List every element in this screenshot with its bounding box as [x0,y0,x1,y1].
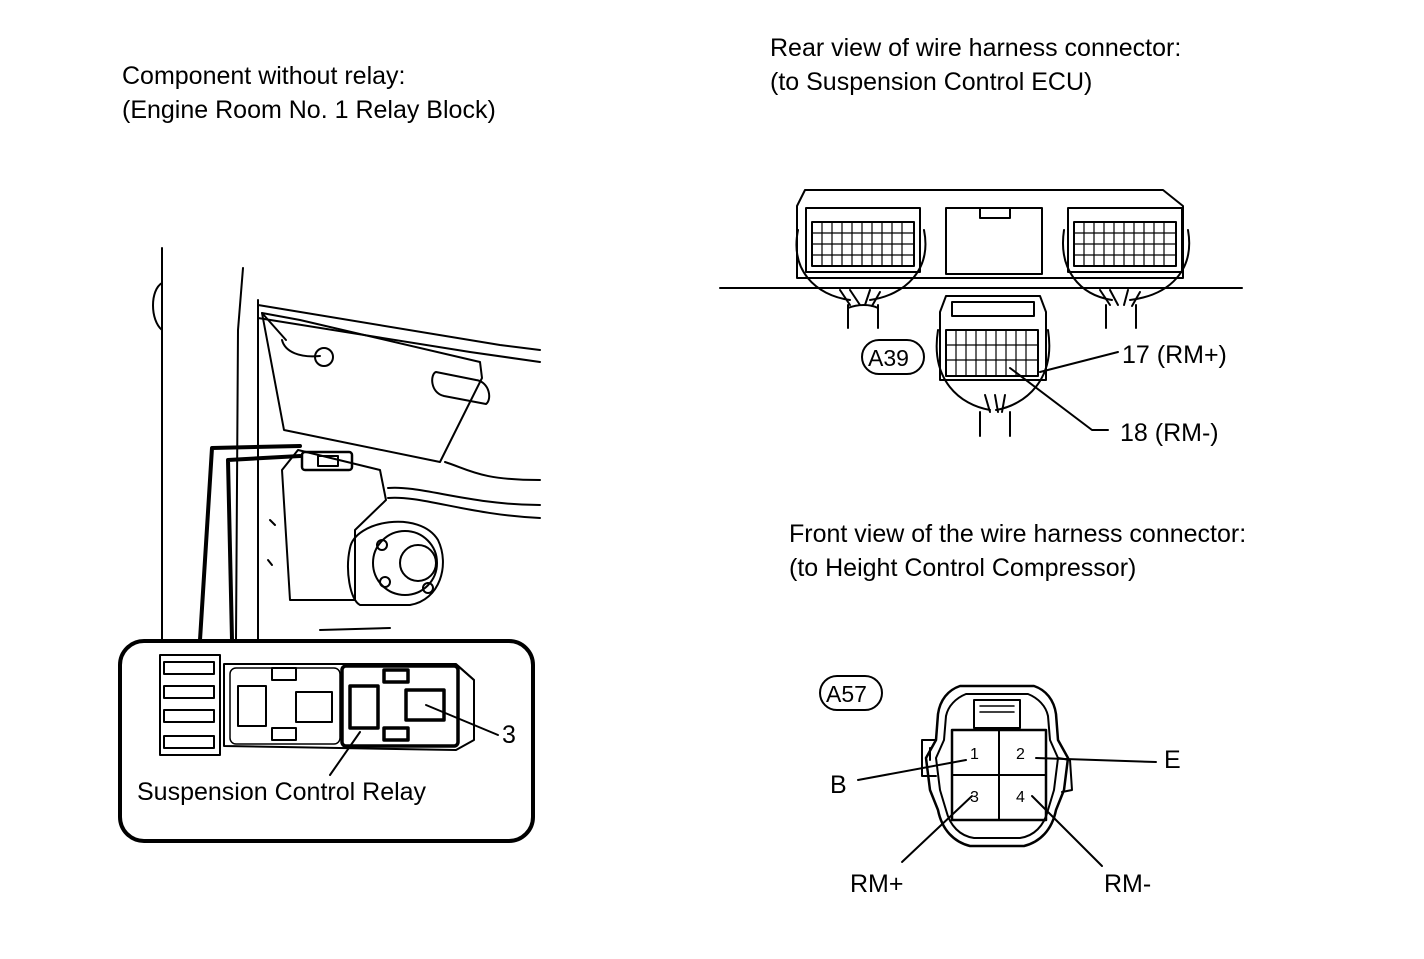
pin-b-leader [857,759,967,781]
pin-2: 2 [1016,746,1025,763]
relay-block-caption-line2: (Engine Room No. 1 Relay Block) [122,96,496,124]
pin-17-label: 17 (RM+) [1122,341,1227,369]
terminal-3-leader [425,704,499,736]
pin-rm-plus-label: RM+ [850,870,903,898]
ecu-connector-caption-line2: (to Suspension Control ECU) [770,68,1093,96]
a39-tag-outline [861,339,925,375]
pin-b-label: B [830,771,847,799]
ecu-connector-caption: Rear view of wire harness connector: (to… [770,31,1181,99]
pin-4: 4 [1016,789,1025,806]
compressor-connector-caption: Front view of the wire harness connector… [789,517,1246,585]
suspension-control-relay-label: Suspension Control Relay [137,778,427,806]
a39-tag: A39 [868,345,909,371]
pin-17-leader [1039,351,1119,373]
compressor-connector-caption-line1: Front view of the wire harness connector… [789,520,1247,548]
a57-tag-outline [819,675,883,711]
terminal-3-label: 3 [502,721,516,749]
pin-e-label: E [1164,746,1181,774]
pin-rm-plus-leader [901,795,973,863]
relay-block-caption-line1: Component without relay: [122,62,406,90]
relay-block-inset [118,639,535,843]
engine-room-illustration [152,247,541,641]
relay-label-leader [329,731,361,776]
pin-e-leader [1035,757,1157,763]
relay-callout-leader [198,444,302,642]
relay-block-caption: Component without relay: (Engine Room No… [122,59,496,127]
pin-18-leader [1009,367,1109,431]
compressor-connector-caption-line2: (to Height Control Compressor) [789,554,1137,582]
compressor-connector-drawing [921,684,1073,848]
a57-tag: A57 [826,681,867,707]
pin-rm-minus-leader [1031,795,1103,867]
pin-rm-minus-label: RM- [1104,870,1151,898]
ecu-connector-drawing [719,189,1243,437]
pin-1: 1 [970,746,979,763]
relay-callout-leader-2 [226,454,302,642]
ecu-connector-caption-line1: Rear view of wire harness connector: [770,34,1182,62]
pin-18-label: 18 (RM-) [1120,419,1219,447]
pin-3: 3 [970,789,979,806]
